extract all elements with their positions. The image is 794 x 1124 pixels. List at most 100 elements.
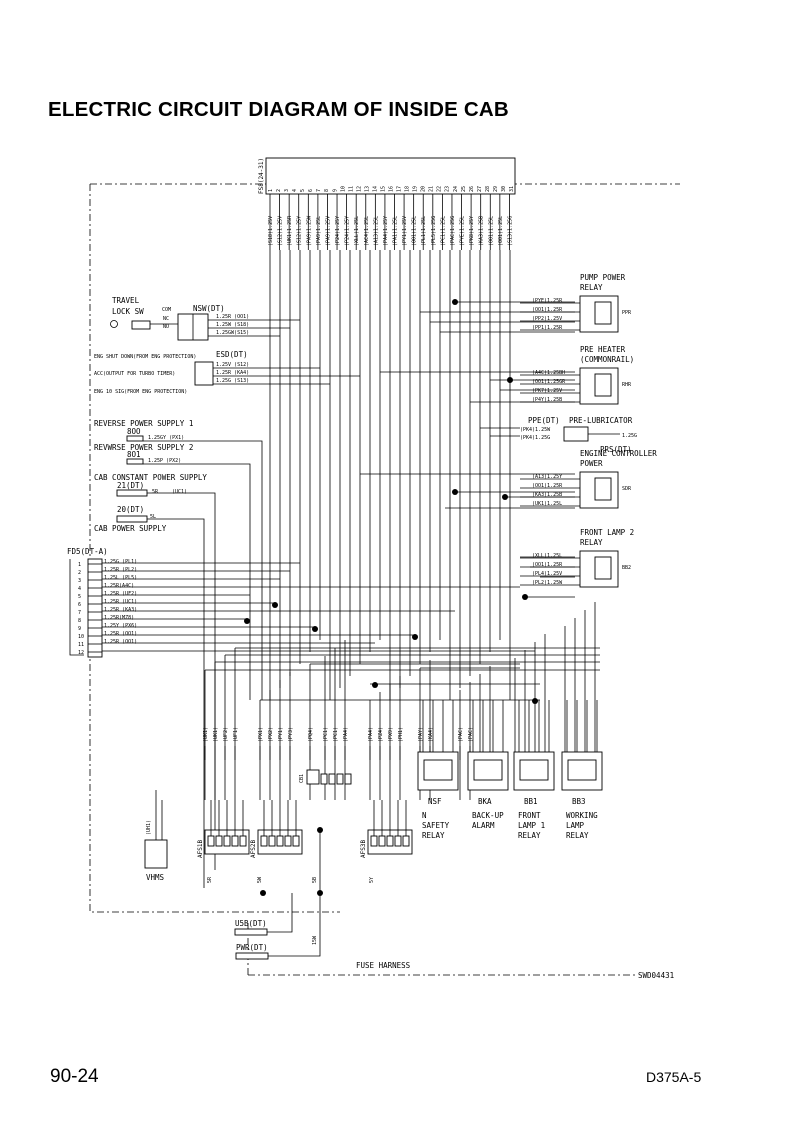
header-wire-label: (PA9)1.25W (306, 215, 312, 246)
fuse-harness-label: FUSE HARNESS (356, 961, 411, 970)
cb1: CB1 (299, 769, 352, 785)
bottom-wire-label: (PZ4) (378, 727, 384, 742)
bus-wires (102, 250, 600, 760)
bottom-wire-label: (PX2) (268, 727, 274, 742)
fd5-wire: 1.25R (OO1) (104, 639, 137, 645)
fd5-wire: 1.25R(MZ8) (104, 615, 134, 621)
cab-power-conn: 20(DT) (117, 505, 144, 514)
header-pin: 8 (324, 189, 330, 192)
fd5-wire: 1.25R (UC1) (104, 599, 137, 605)
nsw-wire-2: 1.25W (S18) (216, 322, 249, 328)
relay-conn: BB1 (524, 797, 538, 806)
relay-wire: (UK1)1.25L (532, 501, 562, 507)
bottom-wire-label: (PH1) (398, 727, 404, 742)
bottom-wire-label: (PX9) (388, 727, 394, 742)
nc-label: NC (163, 316, 169, 322)
drawing-number: SWD04431 (638, 971, 674, 980)
relay-wire: (PP1)1.25R (532, 325, 563, 331)
relay-conn: SDR (622, 486, 632, 492)
header-pin: 28 (485, 186, 491, 192)
relay-text-1: FRONT (518, 811, 541, 820)
header-pin: 29 (493, 186, 499, 192)
header-wire-label: (OO1)1.25L (412, 216, 418, 246)
relay-text-1: WORKING (566, 811, 598, 820)
fd5-pin: 3 (78, 578, 81, 584)
esd-wire-2: 1.25R (KA4) (216, 370, 249, 376)
header-wire-label: (PK8)1.25Y (469, 216, 475, 246)
header-wire-label: (PA9)1.25V (325, 216, 331, 246)
relay-text-3: RELAY (422, 831, 445, 840)
relay-wire: (PP2)1.25V (532, 316, 562, 322)
prs-wire: 1.25G (622, 433, 637, 439)
header-pin: 20 (421, 186, 427, 192)
relay-text-3: RELAY (566, 831, 589, 840)
header-wire-label: (OO1)1.25L (498, 216, 504, 246)
fd5-wire: 1.25G (PL1) (104, 559, 137, 565)
header-pin: 19 (413, 186, 419, 192)
relay-text-2: LAMP 1 (518, 821, 545, 830)
esd-wire-3: 1.25G (S13) (216, 378, 249, 384)
header-pin: 30 (501, 186, 507, 192)
relay-ppr: PUMP POWERRELAYPPR(PYE)1.25R(OO1)1.25R(P… (520, 273, 632, 333)
relay-rhr: PRE HEATER(COMMONRAIL)RHR(A4C)1.25BH(OO1… (520, 345, 634, 405)
fuse-block: AFS3B (360, 800, 413, 858)
relay-wire: (OO1)1.25GR (532, 379, 566, 385)
bottom-wire-label: (PAY) (418, 727, 424, 742)
header-wire-label: (PA9)1.25L (316, 216, 322, 246)
header-pin: 12 (356, 186, 362, 192)
fd5-pin: 8 (78, 618, 81, 624)
header-wire-label: (P24)1.25Y (335, 216, 341, 246)
fd5-pin: 9 (78, 626, 81, 632)
bottom-wire-label: (PY3) (288, 727, 294, 742)
header-pin: 3 (284, 189, 290, 192)
fd5-wire: 1.25L (PL5) (104, 575, 137, 581)
relay-label: ENGINE CONTROLLER (580, 449, 657, 458)
nsw-wire-1: 1.25R (OO1) (216, 314, 249, 320)
header-wire-label: (PA1)1.25L (393, 216, 399, 246)
fd5-pin: 1 (78, 562, 81, 568)
bottom-wire-label: (PC1) (333, 727, 339, 742)
header-wire-label: (PA4)1.25Y (383, 216, 389, 246)
relay-label: (COMMONRAIL) (580, 355, 634, 364)
fd5-wire: 1.25R (OO1) (104, 631, 137, 637)
fd5-pin: 12 (78, 650, 84, 656)
header-pin: 25 (461, 186, 467, 192)
relay-wire: (OO1)1.25R (532, 483, 563, 489)
bottom-wire-label: (PX1) (258, 727, 264, 742)
bottom-wire-label: (PY1) (278, 727, 284, 742)
pwr-connector: PWR(DT) (235, 830, 321, 960)
esd-label: ESD(DT) (216, 350, 248, 359)
header-wire-label: (A13)1.25L (373, 216, 379, 246)
header-wire-label: (KA3)1.25B (479, 216, 485, 246)
fd5-wire: 1.25Y (PX6) (104, 623, 137, 629)
relay-text-3: RELAY (518, 831, 541, 840)
nsw-label: NSW(DT) (193, 304, 225, 313)
header-pin: 24 (453, 186, 459, 192)
header-wire-label: (S12)1.25Y (297, 216, 303, 246)
header-pin: 5 (300, 189, 306, 192)
relay-wire: (OO1)1.25R (532, 307, 563, 313)
cab-power-wire: 5L (150, 514, 156, 520)
cb1-label: CB1 (299, 774, 305, 783)
relay-wire: (PK7)1.25V (532, 388, 562, 394)
fd5-pin: 10 (78, 634, 84, 640)
relay-label: RELAY (580, 283, 603, 292)
vhms: VHMS (UH1) (144, 790, 168, 882)
no-label: NO (163, 324, 169, 330)
header-pin: 2 (276, 189, 282, 192)
relay-label: POWER (580, 459, 603, 468)
esd-left-1: ENG SHUT DOWN(FROM ENG PROTECTION) (94, 354, 196, 360)
reverse-2-wire: 1.25P (PX2) (148, 458, 181, 464)
relay-text-1: BACK-UP (472, 811, 504, 820)
esd-wire-1: 1.25V (S12) (216, 362, 249, 368)
relay-wire: (P4Y)1.25B (532, 397, 562, 403)
u5b-connector: U5B(DT) (234, 893, 293, 936)
travel-label: TRAVEL (112, 296, 140, 305)
bottom-wire-label: (KA4) (428, 727, 434, 742)
relay-wire: (A13)1.25Y (532, 474, 562, 480)
header-pin: 31 (509, 186, 515, 192)
page-number: 90-24 (50, 1066, 99, 1087)
